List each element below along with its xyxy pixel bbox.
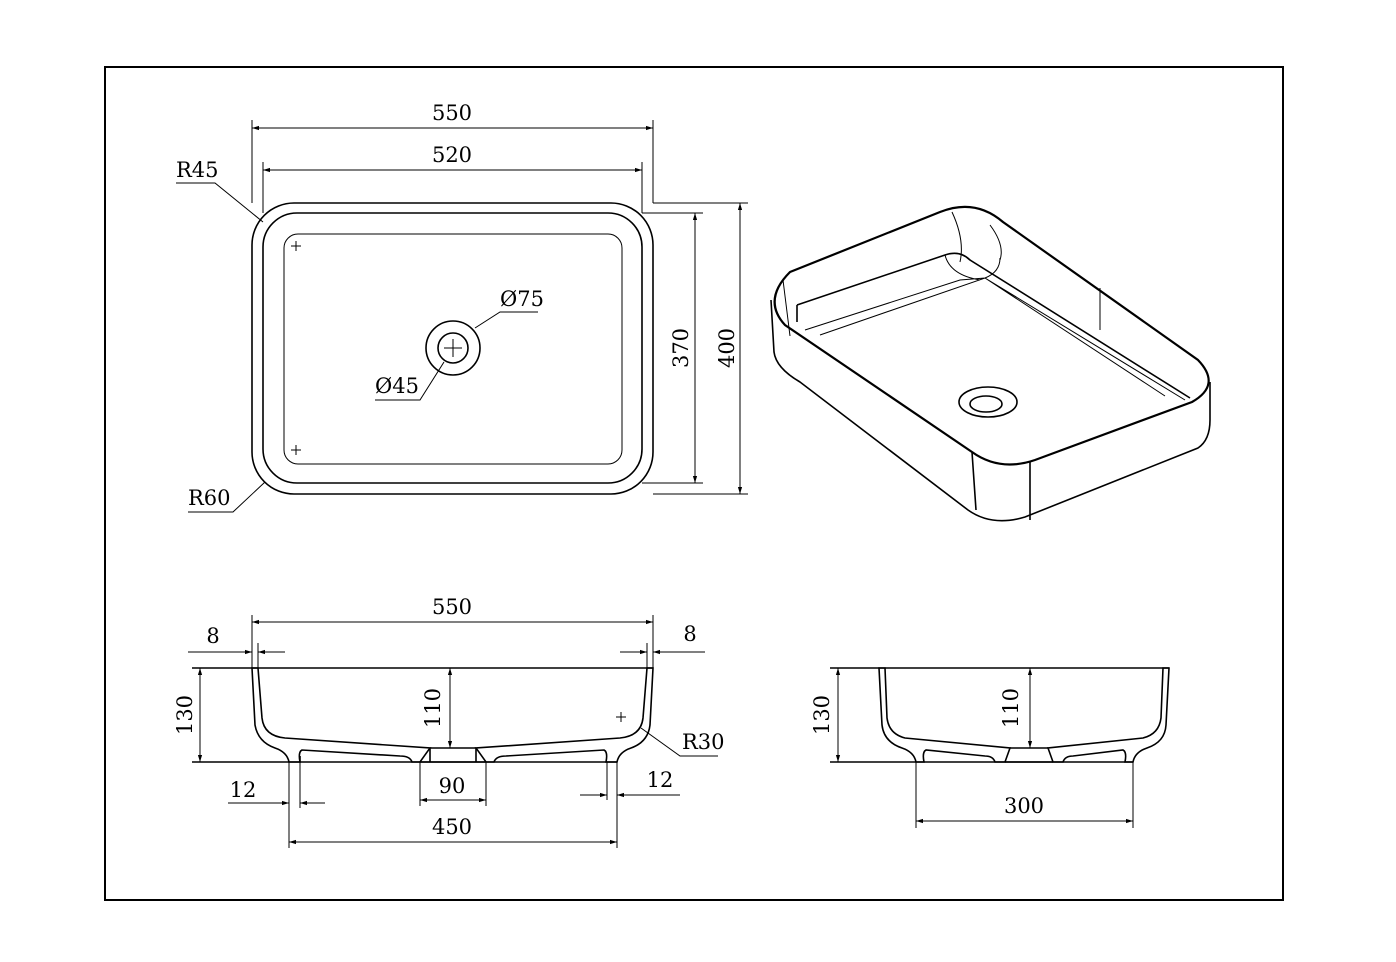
side-shell-right: [1046, 667, 1170, 763]
iso-inner-rim: [796, 252, 1191, 399]
iso-drain-inner: [969, 395, 1003, 413]
front-drain: [420, 747, 486, 763]
dim-overall-depth: 400: [715, 328, 739, 368]
dim-foot-left: 12: [230, 778, 257, 802]
dim-rim-left: 8: [206, 624, 219, 648]
label-r30: R30: [682, 730, 725, 754]
iso-corner-lines: [782, 211, 1101, 337]
drawing-border: [104, 66, 1284, 901]
dim-inner-width: 520: [432, 143, 472, 167]
outer-rim: [251, 202, 654, 495]
dim-rim-right: 8: [683, 622, 696, 646]
side-section: 130 110 300: [810, 667, 1170, 828]
drain-outer: [425, 320, 481, 376]
dim-drain-width: 90: [439, 774, 466, 798]
label-r60: R60: [188, 486, 231, 510]
iso-drain-outer: [958, 386, 1018, 418]
front-shell-left: [251, 667, 432, 763]
side-top-line: [830, 667, 1169, 763]
plus-mark: [616, 712, 626, 722]
label-drain-inner: Ø45: [375, 374, 419, 398]
dim-front-height: 130: [173, 695, 197, 735]
dim-base-width: 450: [432, 815, 472, 839]
dim-side-base-width: 300: [1004, 794, 1044, 818]
drain-center-mark: [444, 339, 462, 357]
label-drain-outer: Ø75: [500, 287, 544, 311]
front-top-line: [192, 667, 653, 763]
front-shell-right: [474, 667, 654, 763]
plus-mark: [291, 241, 301, 455]
dim-inner-depth: 370: [669, 328, 693, 368]
iso-body-sides: [770, 299, 1211, 522]
dim-foot-right: 12: [647, 768, 674, 792]
drain-inner: [437, 332, 469, 364]
label-r45: R45: [176, 158, 219, 182]
inner-rim: [262, 212, 643, 484]
dim-front-width: 550: [432, 595, 472, 619]
iso-basin-floor: [804, 254, 1186, 401]
dim-side-height: 130: [810, 695, 834, 735]
basin-floor: [283, 233, 623, 465]
front-section: 550 8 8 130 110 R30 12 12 90: [173, 595, 725, 848]
dim-overall-width: 550: [432, 101, 472, 125]
dim-front-inner-depth: 110: [421, 688, 445, 728]
top-view: 550 520 370 400 R45 R60 Ø75 Ø45: [176, 101, 748, 513]
isometric-view: [770, 205, 1211, 522]
iso-outer-rim: [773, 205, 1210, 466]
side-shell-left: [878, 667, 1012, 763]
dim-side-inner-depth: 110: [999, 688, 1023, 728]
side-drain: [1005, 747, 1053, 763]
